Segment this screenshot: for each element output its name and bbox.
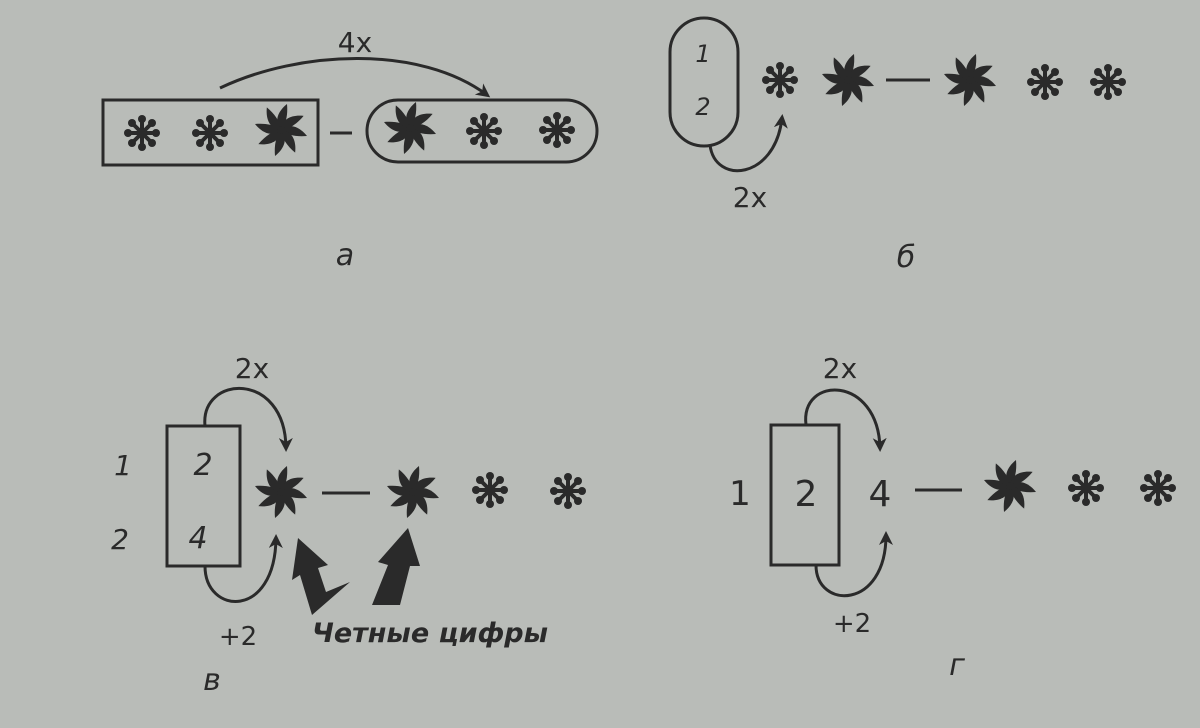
panel-g-box-digit: 2	[795, 474, 818, 515]
panel-v-annotation: Четные цифры	[312, 618, 548, 649]
asterisk-icon	[760, 60, 800, 100]
panel-b-caption: б	[897, 240, 916, 275]
pinwheel-icon	[984, 460, 1036, 512]
arrow-icon	[203, 386, 293, 452]
panel-g-right-digit: 4	[869, 474, 892, 515]
arrow-icon	[372, 528, 420, 605]
panel-a-rect-group	[101, 98, 320, 167]
panel-v: 1 2 2 4 2х +2 Четные цифры в	[111, 352, 588, 698]
panel-v-caption: в	[203, 663, 221, 698]
panel-a-multiplier: 4х	[338, 26, 372, 59]
arrow-icon	[292, 538, 350, 615]
pinwheel-icon	[255, 466, 307, 518]
arrow-icon	[219, 57, 491, 98]
panel-a: 4х а	[101, 26, 599, 273]
panel-v-increment: +2	[219, 622, 257, 652]
asterisk-icon	[548, 471, 588, 511]
panel-b-digit-top: 1	[695, 40, 710, 68]
panel-b-digit-bottom: 2	[695, 93, 710, 121]
asterisk-icon	[464, 111, 504, 151]
panel-b: 1 2 2х б	[668, 16, 1128, 275]
pinwheel-icon	[944, 54, 996, 106]
arrow-icon	[708, 114, 788, 173]
panel-v-outer-top: 1	[114, 449, 132, 482]
arrow-icon	[804, 388, 887, 452]
panel-g-increment: +2	[833, 609, 871, 639]
asterisk-icon	[1088, 62, 1128, 102]
asterisk-icon	[122, 113, 162, 153]
panel-v-inner-bottom: 4	[188, 521, 207, 556]
asterisk-icon	[1138, 468, 1178, 508]
panel-b-oval	[668, 16, 740, 148]
panel-v-outer-bottom: 2	[111, 523, 129, 556]
panel-a-caption: а	[336, 238, 354, 273]
pinwheel-icon	[387, 466, 439, 518]
arrow-icon	[814, 531, 893, 598]
panel-v-inner-top: 2	[193, 448, 212, 483]
arrow-icon	[203, 534, 283, 603]
asterisk-icon	[1025, 62, 1065, 102]
asterisk-icon	[470, 470, 510, 510]
pinwheel-icon	[822, 54, 874, 106]
panel-g: 1 2 4 2х +2 г	[729, 352, 1178, 683]
panel-g-multiplier: 2х	[823, 352, 857, 385]
panel-g-caption: г	[949, 648, 965, 683]
panel-b-multiplier: 2х	[733, 181, 767, 214]
asterisk-icon	[1066, 468, 1106, 508]
asterisk-icon	[537, 110, 577, 150]
panel-v-multiplier: 2х	[235, 352, 269, 385]
panel-g-left-digit: 1	[729, 474, 751, 514]
pinwheel-icon	[384, 102, 436, 154]
pinwheel-icon	[255, 104, 307, 156]
asterisk-icon	[190, 113, 230, 153]
panel-a-oval-group	[365, 98, 599, 164]
